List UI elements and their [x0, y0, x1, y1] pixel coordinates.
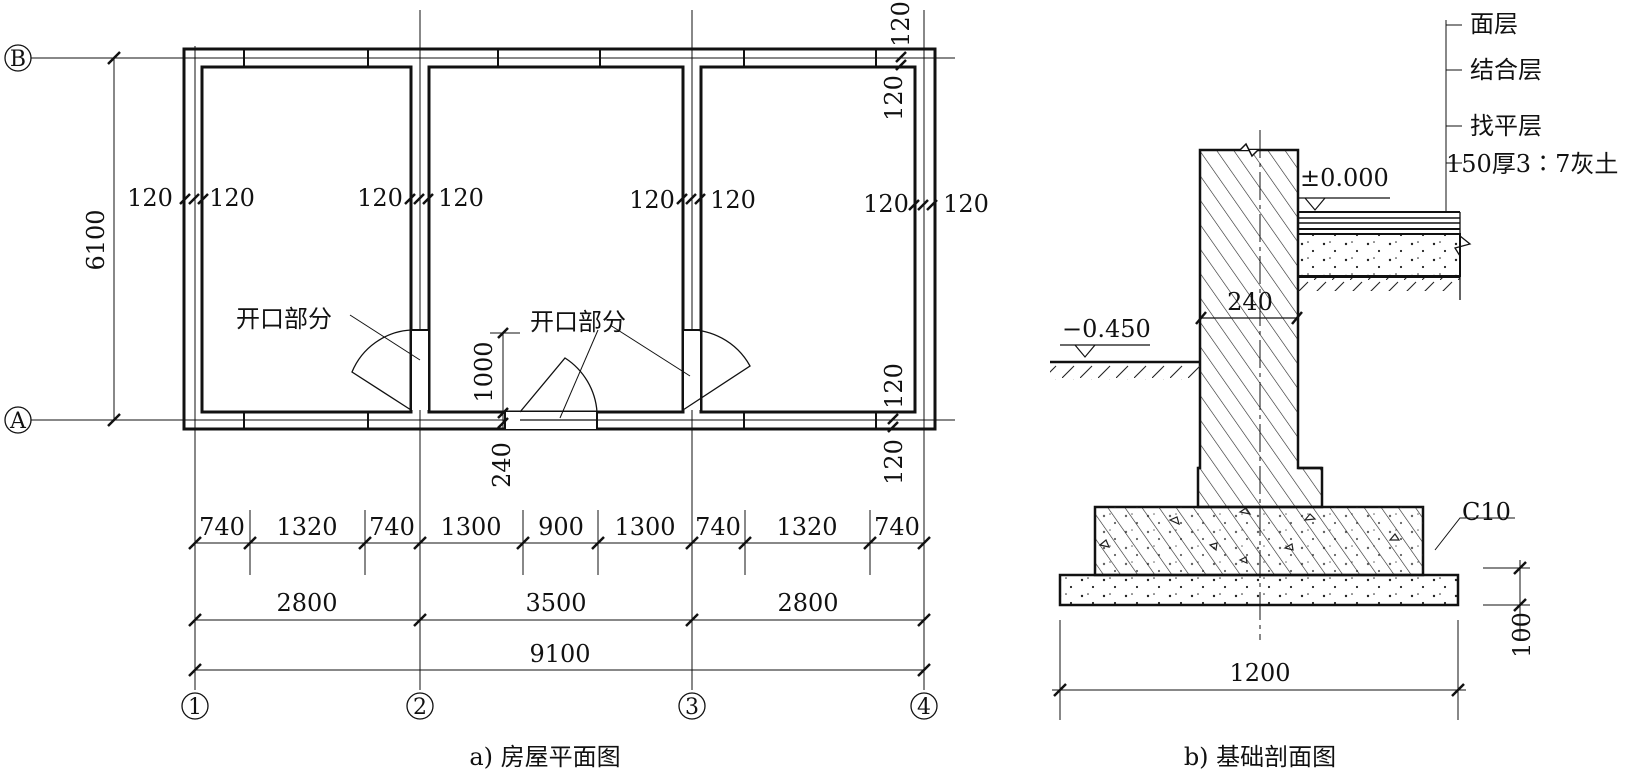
wall-dim-label: 120: [209, 184, 255, 212]
foundation-section: [1050, 20, 1530, 720]
axis-bubble-A: [4, 406, 32, 434]
foundation-wall: [1196, 148, 1324, 509]
layer-label-lime-soil: 150厚3∶7灰土: [1446, 150, 1618, 178]
door-swings: [351, 329, 751, 421]
depth-dimension: [104, 51, 184, 427]
base-dimension: [1052, 620, 1466, 720]
level-ground-label: −0.450: [1062, 315, 1151, 343]
pad-dimension: [1483, 560, 1530, 640]
wall-centerlines: [185, 57, 935, 421]
dimension-ticks: [188, 536, 931, 677]
level-markers: [1060, 197, 1390, 358]
axis-label-B: B: [10, 47, 26, 72]
axis-label-1: 1: [188, 695, 202, 720]
dim-row1-label: 1320: [776, 513, 837, 541]
wall-thickness-ticks: [179, 51, 938, 433]
wall-width-label: 240: [1227, 288, 1273, 316]
base-width-label: 1200: [1229, 659, 1290, 687]
layer-label-leveling: 找平层: [1470, 112, 1542, 140]
axis-label-A: A: [9, 409, 27, 434]
wall-dim-label: 120: [710, 186, 756, 214]
wall-dim-label: 120: [127, 184, 173, 212]
axis-bubble-1: [181, 692, 209, 720]
dim-row1-label: 1320: [276, 513, 337, 541]
opening-label-center: 开口部分: [530, 308, 626, 336]
dim-row1-label: 740: [874, 513, 920, 541]
dim-row1-label: 1300: [440, 513, 501, 541]
axis-bubble-3: [678, 692, 706, 720]
window-marks: [243, 49, 877, 429]
section-labels: 面层 结合层 找平层 150厚3∶7灰土 ±0.000 −0.450 240 C…: [1062, 10, 1618, 771]
axis-label-3: 3: [685, 695, 699, 720]
depth-dim-label: 6100: [82, 209, 110, 270]
wall-dim-label: 120: [438, 184, 484, 212]
dim-row1-label: 740: [695, 513, 741, 541]
dim-row2-label: 2800: [777, 589, 838, 617]
level-top-label: ±0.000: [1300, 164, 1389, 192]
plan-labels: B A 1 2 3 4 6100 120 120 120 120 120 120…: [9, 1, 989, 771]
wall-dim-label: 120: [880, 439, 908, 485]
dim-row2-label: 3500: [525, 589, 586, 617]
dim-row2-label: 2800: [276, 589, 337, 617]
dim-row1-label: 740: [199, 513, 245, 541]
axis-bubble-2: [406, 692, 434, 720]
door-width-label: 1000: [470, 341, 498, 402]
axis-bubbles: [4, 44, 938, 720]
axis-bubble-4: [910, 692, 938, 720]
wall-dim-label: 120: [629, 186, 675, 214]
room-2: [427, 65, 685, 414]
layer-leaders: [1445, 20, 1462, 212]
wall-dim-label: 120: [863, 190, 909, 218]
ground-left: [1050, 360, 1200, 380]
wall-dim-label: 120: [357, 184, 403, 212]
wall-dim-label: 120: [880, 363, 908, 409]
dim-row1-label: 900: [538, 513, 584, 541]
concrete-grade-label: C10: [1462, 498, 1511, 526]
dim-total-label: 9100: [529, 640, 590, 668]
wall-dim-label: 120: [880, 75, 908, 121]
axis-label-2: 2: [413, 695, 427, 720]
plan-caption: a) 房屋平面图: [469, 743, 620, 771]
pad-thickness-label: 100: [1508, 612, 1536, 658]
outer-wall: [182, 47, 937, 431]
floor-plan: [4, 10, 955, 720]
opening-leaders: [349, 314, 691, 419]
axis-label-4: 4: [917, 695, 931, 720]
layer-label-bond: 结合层: [1470, 56, 1542, 84]
wall-240-label: 240: [488, 442, 516, 488]
dim-row1-label: 1300: [614, 513, 675, 541]
floor-layers: [1297, 211, 1472, 300]
room-3: [699, 65, 917, 414]
dim-row1-label: 740: [369, 513, 415, 541]
section-caption: b) 基础剖面图: [1184, 743, 1336, 771]
c10-pad: [1058, 573, 1460, 607]
aggregate-marks: [1098, 507, 1401, 564]
wall-dim-label: 120: [887, 1, 915, 47]
axis-bubble-B: [4, 44, 32, 72]
wall-dim-label: 120: [943, 190, 989, 218]
opening-label-left: 开口部分: [236, 305, 332, 333]
room-1: [200, 65, 413, 414]
layer-label-surface: 面层: [1470, 10, 1518, 38]
